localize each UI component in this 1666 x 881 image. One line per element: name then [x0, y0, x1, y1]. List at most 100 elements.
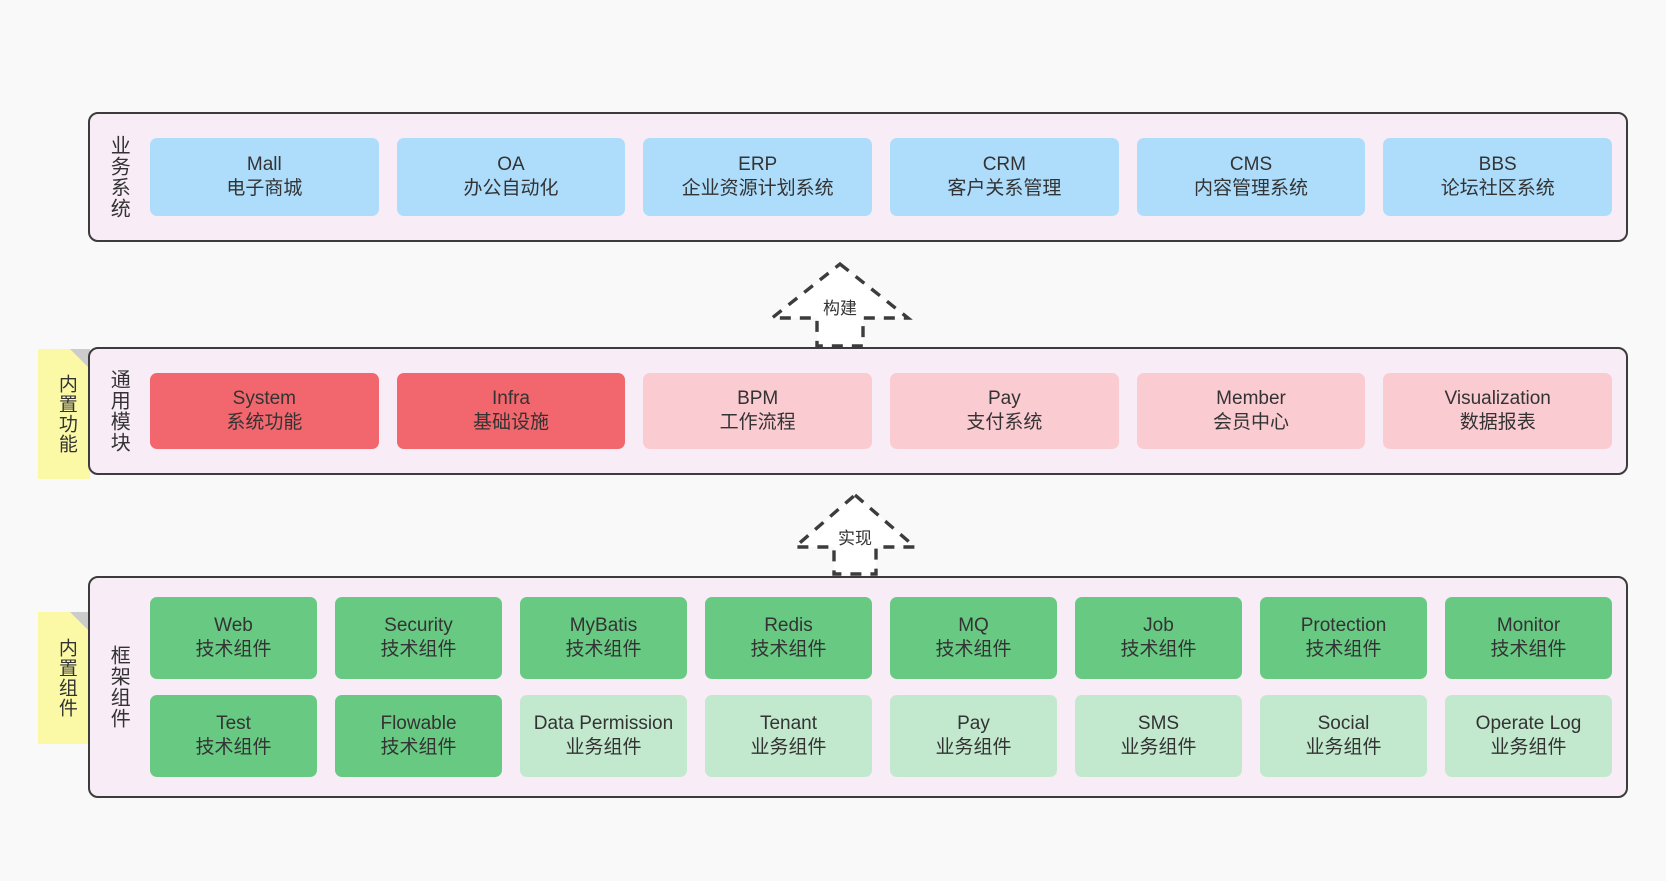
- layer-body-business-systems: Mall 电子商城 OA 办公自动化 ERP 企业资源计划系统 CRM 客户关系…: [146, 114, 1626, 240]
- card-desc: 技术组件: [195, 639, 272, 660]
- connector-implement-label: 实现: [838, 529, 872, 548]
- card-flowable[interactable]: Flowable 技术组件: [335, 695, 502, 777]
- card-desc: 技术组件: [195, 737, 272, 758]
- card-name: Data Permission: [533, 712, 674, 734]
- card-row-technical: Web 技术组件 Security 技术组件 MyBatis 技术组件 Redi…: [150, 597, 1612, 679]
- layer-panel-business-systems: 业务系统 Mall 电子商城 OA 办公自动化 ERP 企业资源计划系统 CRM…: [88, 112, 1628, 242]
- card-name: Pay: [987, 387, 1021, 409]
- card-desc: 技术组件: [935, 639, 1012, 660]
- connector-build-label: 构建: [823, 299, 857, 318]
- card-desc: 客户关系管理: [947, 178, 1062, 199]
- card-desc: 内容管理系统: [1194, 178, 1309, 199]
- card-mybatis[interactable]: MyBatis 技术组件: [520, 597, 687, 679]
- card-name: Security: [384, 614, 453, 636]
- card-name: Infra: [491, 387, 531, 409]
- card-name: SMS: [1137, 712, 1180, 734]
- card-protection[interactable]: Protection 技术组件: [1260, 597, 1427, 679]
- card-name: MyBatis: [569, 614, 638, 636]
- card-security[interactable]: Security 技术组件: [335, 597, 502, 679]
- card-name: Operate Log: [1475, 712, 1582, 734]
- card-desc: 业务组件: [1305, 737, 1382, 758]
- card-system[interactable]: System 系统功能: [150, 373, 379, 449]
- card-pay-component[interactable]: Pay 业务组件: [890, 695, 1057, 777]
- card-name: Protection: [1300, 614, 1387, 636]
- card-desc: 技术组件: [1305, 639, 1382, 660]
- card-data-permission[interactable]: Data Permission 业务组件: [520, 695, 687, 777]
- card-name: Tenant: [759, 712, 818, 734]
- card-name: Job: [1143, 614, 1174, 636]
- layer-panel-common-modules: 通用模块 System 系统功能 Infra 基础设施 BPM 工作流程 Pay…: [88, 347, 1628, 475]
- card-desc: 论坛社区系统: [1440, 178, 1555, 199]
- card-name: BBS: [1478, 153, 1517, 175]
- card-name: Monitor: [1496, 614, 1561, 636]
- card-oa[interactable]: OA 办公自动化: [396, 138, 626, 216]
- card-mall[interactable]: Mall 电子商城: [150, 138, 379, 216]
- card-name: Flowable: [380, 712, 457, 734]
- card-name: Social: [1317, 712, 1370, 734]
- card-desc: 办公自动化: [463, 178, 559, 199]
- card-visualization[interactable]: Visualization 数据报表: [1383, 373, 1613, 449]
- card-desc: 业务组件: [935, 737, 1012, 758]
- layer-title-common-modules: 通用模块: [107, 369, 130, 453]
- card-row: System 系统功能 Infra 基础设施 BPM 工作流程 Pay 支付系统…: [150, 373, 1613, 449]
- card-name: Web: [214, 614, 253, 636]
- note-label: 内置组件: [55, 638, 77, 718]
- card-redis[interactable]: Redis 技术组件: [705, 597, 872, 679]
- card-desc: 业务组件: [1120, 737, 1197, 758]
- card-name: ERP: [738, 153, 778, 175]
- card-name: Test: [216, 712, 251, 734]
- connector-implement: 实现: [765, 489, 945, 579]
- note-builtin-functions: 内置功能: [38, 349, 90, 479]
- card-sms[interactable]: SMS 业务组件: [1075, 695, 1242, 777]
- card-tenant[interactable]: Tenant 业务组件: [705, 695, 872, 777]
- card-name: CRM: [982, 153, 1026, 175]
- note-label: 内置功能: [55, 374, 77, 454]
- card-desc: 数据报表: [1459, 412, 1536, 433]
- card-name: Pay: [957, 712, 990, 734]
- card-name: Mall: [246, 153, 282, 175]
- card-desc: 技术组件: [380, 737, 457, 758]
- card-row-business: Test 技术组件 Flowable 技术组件 Data Permission …: [150, 695, 1612, 777]
- card-name: Member: [1216, 387, 1286, 409]
- card-desc: 业务组件: [750, 737, 827, 758]
- card-name: BPM: [737, 387, 779, 409]
- card-name: MQ: [958, 614, 989, 636]
- card-infra[interactable]: Infra 基础设施: [396, 373, 626, 449]
- card-cms[interactable]: CMS 内容管理系统: [1136, 138, 1366, 216]
- card-name: Visualization: [1444, 387, 1551, 409]
- card-bbs[interactable]: BBS 论坛社区系统: [1383, 138, 1613, 216]
- card-desc: 企业资源计划系统: [681, 178, 834, 199]
- layer-body-framework-components: Web 技术组件 Security 技术组件 MyBatis 技术组件 Redi…: [146, 578, 1626, 796]
- card-desc: 技术组件: [380, 639, 457, 660]
- card-desc: 技术组件: [1120, 639, 1197, 660]
- card-test[interactable]: Test 技术组件: [150, 695, 317, 777]
- card-operate-log[interactable]: Operate Log 业务组件: [1445, 695, 1612, 777]
- card-name: OA: [497, 153, 525, 175]
- card-bpm[interactable]: BPM 工作流程: [643, 373, 873, 449]
- card-row: Mall 电子商城 OA 办公自动化 ERP 企业资源计划系统 CRM 客户关系…: [150, 138, 1613, 216]
- card-mq[interactable]: MQ 技术组件: [890, 597, 1057, 679]
- card-social[interactable]: Social 业务组件: [1260, 695, 1427, 777]
- card-desc: 支付系统: [966, 412, 1043, 433]
- card-member[interactable]: Member 会员中心: [1136, 373, 1366, 449]
- card-desc: 系统功能: [226, 412, 303, 433]
- card-name: CMS: [1229, 153, 1273, 175]
- layer-panel-framework-components: 框架组件 Web 技术组件 Security 技术组件 MyBatis 技术组件…: [88, 576, 1628, 798]
- card-crm[interactable]: CRM 客户关系管理: [890, 138, 1119, 216]
- card-desc: 基础设施: [473, 412, 550, 433]
- card-desc: 技术组件: [750, 639, 827, 660]
- card-name: Redis: [764, 614, 813, 636]
- card-desc: 会员中心: [1213, 412, 1290, 433]
- layer-title-framework-components: 框架组件: [107, 645, 130, 729]
- card-name: System: [232, 387, 297, 409]
- card-desc: 业务组件: [1490, 737, 1567, 758]
- card-monitor[interactable]: Monitor 技术组件: [1445, 597, 1612, 679]
- card-web[interactable]: Web 技术组件: [150, 597, 317, 679]
- card-desc: 电子商城: [226, 178, 303, 199]
- card-desc: 业务组件: [565, 737, 642, 758]
- card-desc: 工作流程: [719, 412, 796, 433]
- card-pay-module[interactable]: Pay 支付系统: [890, 373, 1119, 449]
- card-erp[interactable]: ERP 企业资源计划系统: [643, 138, 873, 216]
- card-job[interactable]: Job 技术组件: [1075, 597, 1242, 679]
